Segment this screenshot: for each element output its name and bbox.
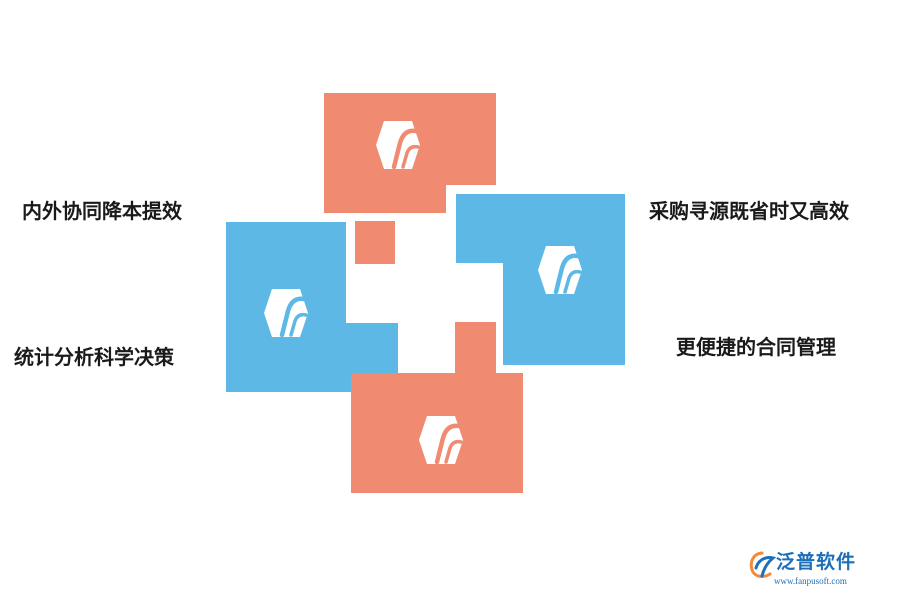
fanpu-logo-icon xyxy=(749,551,776,578)
label-top-left: 内外协同降本提效 xyxy=(22,199,182,223)
left-blue-piece xyxy=(226,222,398,392)
bottom-salmon-shape xyxy=(351,322,523,493)
right-blue-shape xyxy=(456,194,625,365)
label-bottom-right: 更便捷的合同管理 xyxy=(676,335,836,359)
hexagon-leaf-icon xyxy=(264,289,308,337)
left-blue-shape xyxy=(226,222,398,392)
hexagon-leaf-icon xyxy=(376,121,420,169)
right-blue-piece xyxy=(456,194,625,365)
label-top-right: 采购寻源既省时又高效 xyxy=(649,199,849,223)
top-salmon-stub xyxy=(355,221,395,264)
hexagon-leaf-icon xyxy=(538,246,582,294)
top-salmon-piece xyxy=(324,93,496,264)
watermark-brand-name: 泛普软件 xyxy=(776,551,857,573)
bottom-salmon-piece xyxy=(351,322,523,493)
hexagon-leaf-icon xyxy=(419,416,463,464)
brand-watermark: 泛普软件 www.fanpusoft.com xyxy=(748,550,888,594)
watermark-url: www.fanpusoft.com xyxy=(774,576,847,586)
label-bottom-left: 统计分析科学决策 xyxy=(14,345,174,369)
